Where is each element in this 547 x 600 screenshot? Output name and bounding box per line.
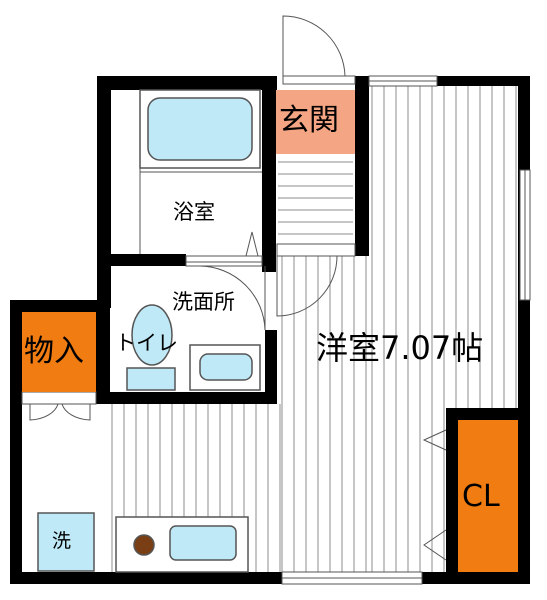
washroom-door[interactable] xyxy=(199,265,266,331)
entrance-inner-door[interactable] xyxy=(276,243,356,317)
kitchen-sink-icon xyxy=(169,525,237,561)
bottom-window xyxy=(281,571,423,585)
washing-machine-icon xyxy=(37,512,95,572)
bath-door[interactable] xyxy=(185,231,263,267)
room-label-washroom: 洗面所 xyxy=(172,290,235,314)
entrance-fill xyxy=(276,90,355,154)
room-label-western: 洋室7.07帖 xyxy=(316,329,484,367)
right-window xyxy=(519,169,531,301)
entrance-step xyxy=(278,161,353,235)
room-label-bath: 浴室 xyxy=(173,200,215,224)
storage-fill xyxy=(22,312,96,392)
toilet-icon xyxy=(126,304,176,391)
closet-door[interactable] xyxy=(422,429,447,561)
room-label-closet: CL xyxy=(462,479,500,514)
bathtub-icon xyxy=(139,89,261,169)
kitchen-counter xyxy=(115,516,249,573)
room-label-laundry: 洗 xyxy=(52,530,72,552)
room-label-storage: 物入 xyxy=(24,334,84,369)
room-label-toilet: トイレ xyxy=(115,331,178,355)
top-window xyxy=(368,75,438,87)
storage-door[interactable] xyxy=(21,391,97,421)
closet-fill xyxy=(458,420,518,572)
room-label-entrance: 玄関 xyxy=(279,103,339,138)
entrance-door[interactable] xyxy=(282,15,356,85)
western-room-floor xyxy=(281,86,517,572)
washbasin-icon xyxy=(189,344,261,391)
stove-burner-icon xyxy=(133,534,155,556)
